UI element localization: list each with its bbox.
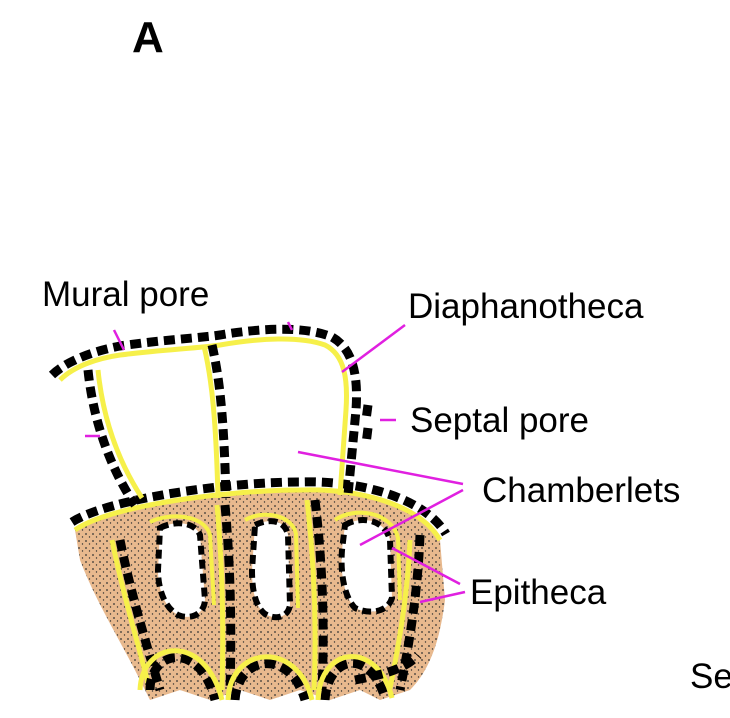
label-mural-pore: Mural pore bbox=[42, 275, 209, 314]
left-wall-yellow bbox=[98, 370, 142, 498]
label-epitheca: Epitheca bbox=[470, 573, 607, 612]
label-truncated-right: Se bbox=[690, 657, 730, 696]
leader-diaphanotheca bbox=[342, 325, 405, 372]
label-diaphanotheca: Diaphanotheca bbox=[408, 287, 644, 326]
chamberlet-hole-3 bbox=[342, 520, 392, 612]
chamberlet-hole-2 bbox=[252, 521, 290, 617]
label-septal-pore: Septal pore bbox=[410, 401, 589, 440]
upper-wall-yellow bbox=[60, 339, 347, 495]
panel-letter: A bbox=[132, 13, 164, 62]
label-chamberlets: Chamberlets bbox=[482, 471, 680, 510]
right-septum bbox=[366, 405, 368, 444]
upper-chambers bbox=[52, 329, 368, 505]
chamberlet-layer bbox=[72, 482, 446, 700]
